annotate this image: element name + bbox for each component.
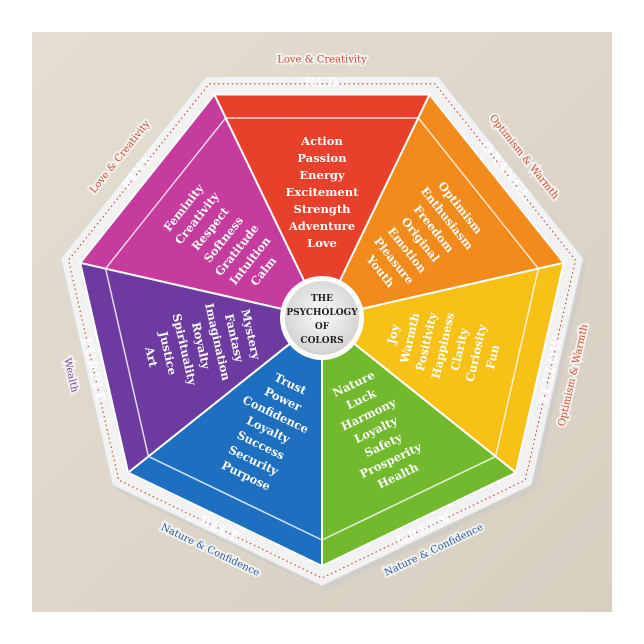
center-line-1: THE bbox=[311, 294, 333, 304]
title-band-line-yellow bbox=[494, 268, 540, 457]
wedge-pink bbox=[78, 92, 324, 320]
segment-pink: PINKFeminityCreativityRespectSoftnessGra… bbox=[78, 92, 324, 320]
title-band-line-green bbox=[321, 455, 496, 541]
segment-word-yellow: Fun bbox=[483, 343, 502, 371]
center-line-3: OF bbox=[315, 322, 330, 332]
title-band-line-purple bbox=[104, 268, 150, 457]
center-line-4: COLORS bbox=[300, 336, 343, 346]
segment-word-red: Love bbox=[307, 236, 337, 250]
segment-green: GREENNatureLuckHarmonyLoyaltySafetyProsp… bbox=[321, 315, 518, 568]
outer-label-red: Love & Creativity bbox=[277, 55, 367, 66]
title-band-line-blue bbox=[148, 455, 323, 541]
segment-red: RED ActionPassionEnergyExcitementStrength… bbox=[212, 76, 432, 321]
center-badge: THE PSYCHOLOGY OF COLORS bbox=[280, 276, 364, 360]
center-line-2: PSYCHOLOGY bbox=[286, 308, 358, 318]
segment-word-yellow: Joy bbox=[384, 323, 402, 347]
title-band-line-orange bbox=[417, 117, 540, 270]
segment-word-red: Adventure bbox=[288, 219, 355, 233]
segment-word-red: Action bbox=[300, 134, 343, 148]
title-band-line-pink bbox=[104, 117, 227, 270]
segment-word-red: Strength bbox=[293, 202, 351, 216]
segment-yellow: YELLOWJoyWarmthPositivityHappinessClarit… bbox=[319, 261, 566, 475]
segment-title-red: RED bbox=[305, 76, 340, 91]
segment-purple: PURPLEMysteryFantasyImaginationRoyaltySp… bbox=[78, 261, 325, 475]
segment-word-red: Energy bbox=[299, 168, 345, 182]
segment-word-purple: Art bbox=[142, 345, 161, 370]
segment-orange: ORANGEOptimismEnthusiasmFreedomOriginalE… bbox=[320, 92, 566, 320]
center-disc bbox=[285, 281, 359, 355]
segments: RED ActionPassionEnergyExcitementStrength… bbox=[78, 76, 566, 568]
segment-word-red: Excitement bbox=[286, 185, 359, 199]
segment-blue: BLUETrustPowerConfidenceLoyaltySuccessSe… bbox=[126, 315, 323, 568]
segment-word-red: Passion bbox=[297, 151, 347, 165]
